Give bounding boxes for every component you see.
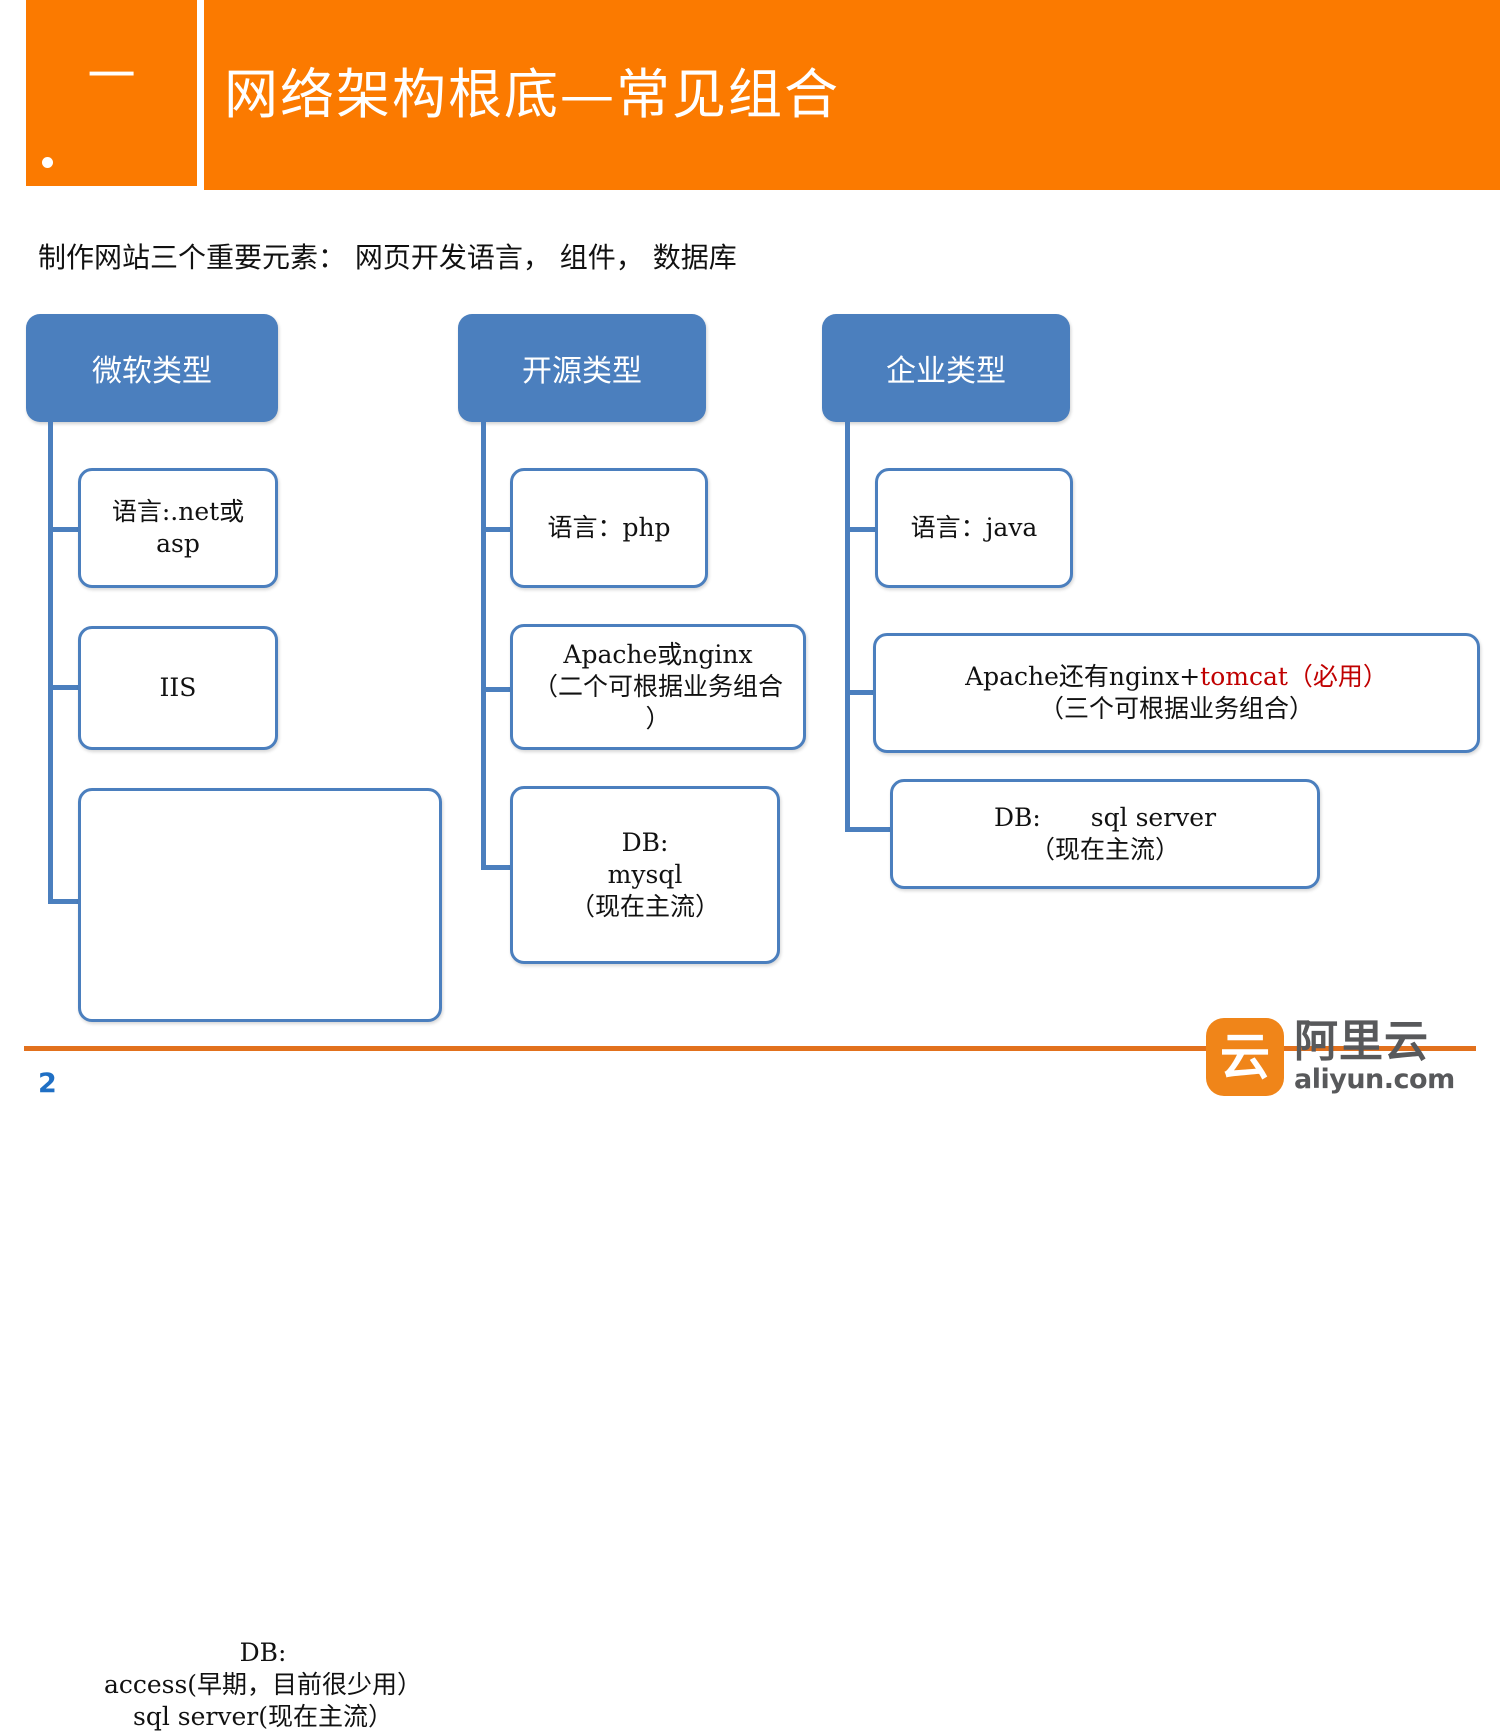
node-text: DB: mysql （现在主流）	[569, 828, 720, 921]
connector-trunk	[845, 420, 850, 832]
connector-trunk	[48, 420, 53, 904]
bullet-dot-icon	[42, 157, 53, 168]
node-text: IIS	[159, 673, 197, 702]
category-box-opensource[interactable]: 开源类型	[458, 314, 706, 422]
connector-stub	[845, 827, 893, 832]
node-box[interactable]: 语言：java	[875, 468, 1073, 588]
intro-text: 制作网站三个重要元素： 网页开发语言， 组件， 数据库	[38, 241, 737, 274]
node-text-highlight: tomcat（必用）	[1200, 662, 1388, 691]
node-box[interactable]: IIS	[78, 626, 278, 750]
aliyun-logo: 云 阿里云 aliyun.com	[1206, 1014, 1488, 1100]
header-number-block: 一	[26, 0, 197, 186]
category-box-enterprise[interactable]: 企业类型	[822, 314, 1070, 422]
connector-stub	[481, 865, 516, 870]
header-number: 一	[87, 48, 136, 104]
node-text: Apache或nginx （二个可根据业务组合 ）	[532, 640, 783, 733]
aliyun-logo-text: 阿里云 aliyun.com	[1294, 1016, 1455, 1095]
node-text: DB: access(早期，目前很少用） sql server(现在主流）	[103, 1638, 423, 1731]
node-text: 语言：java	[910, 513, 1038, 542]
node-box[interactable]: DB: access(早期，目前很少用） sql server(现在主流）	[78, 788, 442, 1731]
node-text: Apache还有nginx+tomcat（必用） （三个可根据业务组合）	[965, 662, 1388, 723]
connector-stub	[48, 899, 90, 904]
node-box[interactable]: 语言：php	[510, 468, 708, 588]
aliyun-brand-en: aliyun.com	[1294, 1063, 1455, 1095]
page-title: 网络架构根底—常见组合	[224, 63, 840, 126]
connector-stub	[481, 687, 516, 692]
connector-stub	[481, 527, 516, 532]
category-box-microsoft[interactable]: 微软类型	[26, 314, 278, 422]
connector-trunk	[481, 420, 486, 870]
connector-stub	[845, 527, 880, 532]
connector-stub	[48, 685, 83, 690]
node-box[interactable]: DB: mysql （现在主流）	[510, 786, 780, 964]
aliyun-cloud-icon: 云	[1206, 1018, 1284, 1096]
node-text: DB: sql server （现在主流）	[993, 803, 1217, 864]
cloud-glyph: 云	[1220, 1028, 1270, 1086]
node-box[interactable]: Apache或nginx （二个可根据业务组合 ）	[510, 624, 806, 750]
connector-stub	[845, 690, 880, 695]
node-box[interactable]: Apache还有nginx+tomcat（必用） （三个可根据业务组合）	[873, 633, 1480, 753]
node-box[interactable]: DB: sql server （现在主流）	[890, 779, 1320, 889]
aliyun-brand-cn: 阿里云	[1294, 1016, 1429, 1068]
node-text: 语言：php	[547, 513, 671, 542]
footer-divider	[24, 1046, 1476, 1051]
header-title-block: 网络架构根底—常见组合	[204, 0, 1500, 190]
connector-stub	[48, 527, 83, 532]
page-number: 2	[38, 1068, 57, 1099]
